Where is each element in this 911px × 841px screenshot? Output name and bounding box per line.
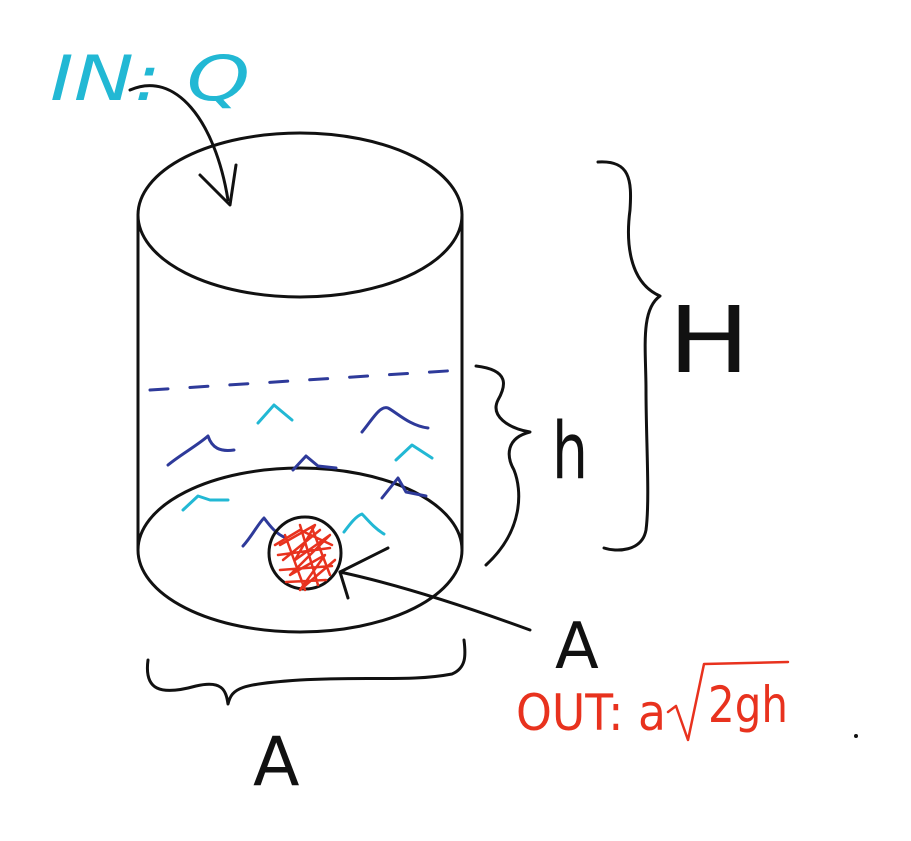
outflow-label: OUT: a [516, 684, 666, 742]
stray-dot [854, 734, 858, 738]
tank-bottom-ellipse [136, 466, 464, 634]
outflow-radicand: 2gh [708, 676, 788, 734]
inflow-label: IN: Q [50, 42, 250, 115]
total-height-label: H [668, 287, 750, 394]
hole-area-label: A [555, 610, 599, 684]
cylinder-tank [136, 131, 464, 634]
water-height-brace [474, 364, 532, 567]
base-area-label: A [253, 723, 300, 802]
outlet-hole [267, 515, 343, 592]
water-surface-line [148, 368, 464, 392]
sqrt-symbol [666, 660, 790, 742]
total-height-brace [596, 160, 662, 552]
tank-top-ellipse [136, 131, 464, 299]
base-width-brace [145, 638, 467, 706]
inflow-arrow [128, 84, 238, 207]
water-height-label: h [552, 407, 588, 497]
water-waves [166, 403, 434, 548]
hole-leader-arrow [338, 546, 532, 632]
